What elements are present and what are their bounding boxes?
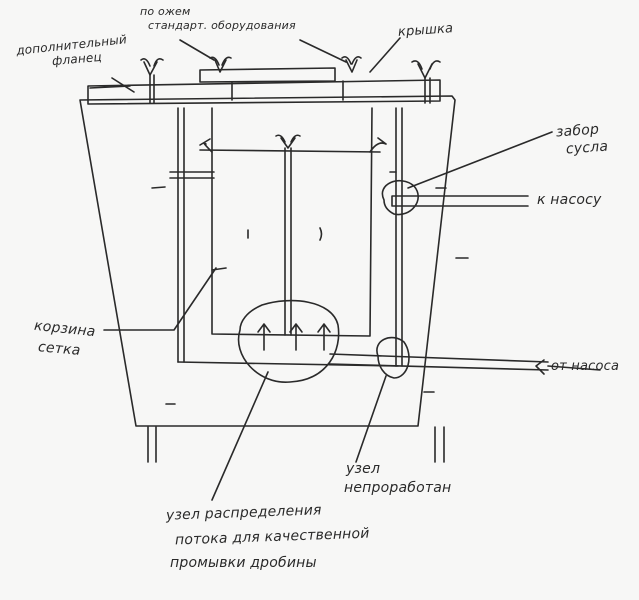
label-basket-2: сетка bbox=[37, 339, 82, 359]
label-to-pump: к насосу bbox=[537, 192, 602, 208]
wingnut-left bbox=[140, 58, 164, 104]
basket-hook-right bbox=[369, 137, 387, 153]
right-leg bbox=[434, 426, 445, 463]
inlet-arrow bbox=[535, 359, 601, 375]
lid-pointer bbox=[369, 37, 401, 73]
label-from-pump: от насоса bbox=[551, 359, 620, 374]
wall-ticks bbox=[151, 186, 469, 405]
center-shaft bbox=[284, 147, 292, 336]
flange-pointer bbox=[111, 77, 135, 93]
inner-wall-right bbox=[395, 107, 403, 367]
unworked-circle bbox=[376, 336, 410, 379]
distribution-circle bbox=[237, 299, 340, 383]
basket-rim bbox=[199, 149, 381, 153]
std-pointer-left bbox=[179, 39, 215, 61]
unworked-pointer bbox=[355, 375, 387, 463]
basket-pointer bbox=[103, 267, 217, 331]
inner-wall-left bbox=[177, 107, 185, 363]
basket-hook-left bbox=[199, 138, 213, 153]
label-std-equip-1: по ожем bbox=[140, 5, 191, 18]
wingnut-center bbox=[341, 56, 362, 73]
lid-plate bbox=[87, 79, 441, 105]
std-pointer-right bbox=[299, 39, 347, 63]
intake-circle bbox=[381, 180, 419, 216]
intake-pointer bbox=[407, 131, 553, 189]
wingnut-right bbox=[411, 60, 441, 104]
inlet-pipe bbox=[329, 353, 549, 371]
vessel-outline bbox=[79, 95, 456, 427]
label-unworked-1: узел bbox=[346, 461, 381, 477]
distribution-pointer bbox=[211, 371, 269, 501]
lid-plate-top bbox=[199, 67, 336, 83]
intake-pipe bbox=[391, 195, 529, 207]
label-wort-intake-1: забор bbox=[555, 121, 600, 141]
up-arrows bbox=[257, 323, 331, 351]
shaft-wingnut bbox=[275, 134, 301, 149]
label-std-equip-2: стандарт. оборудования bbox=[148, 19, 296, 32]
ledge-left bbox=[169, 171, 215, 179]
label-unworked-2: непроработан bbox=[344, 480, 452, 496]
basket-marks bbox=[211, 227, 323, 271]
left-leg bbox=[147, 426, 157, 463]
label-wort-intake-2: сусла bbox=[565, 138, 609, 158]
label-distribution-3: промывки дробины bbox=[170, 555, 317, 571]
extra-flange-marks bbox=[89, 80, 344, 101]
